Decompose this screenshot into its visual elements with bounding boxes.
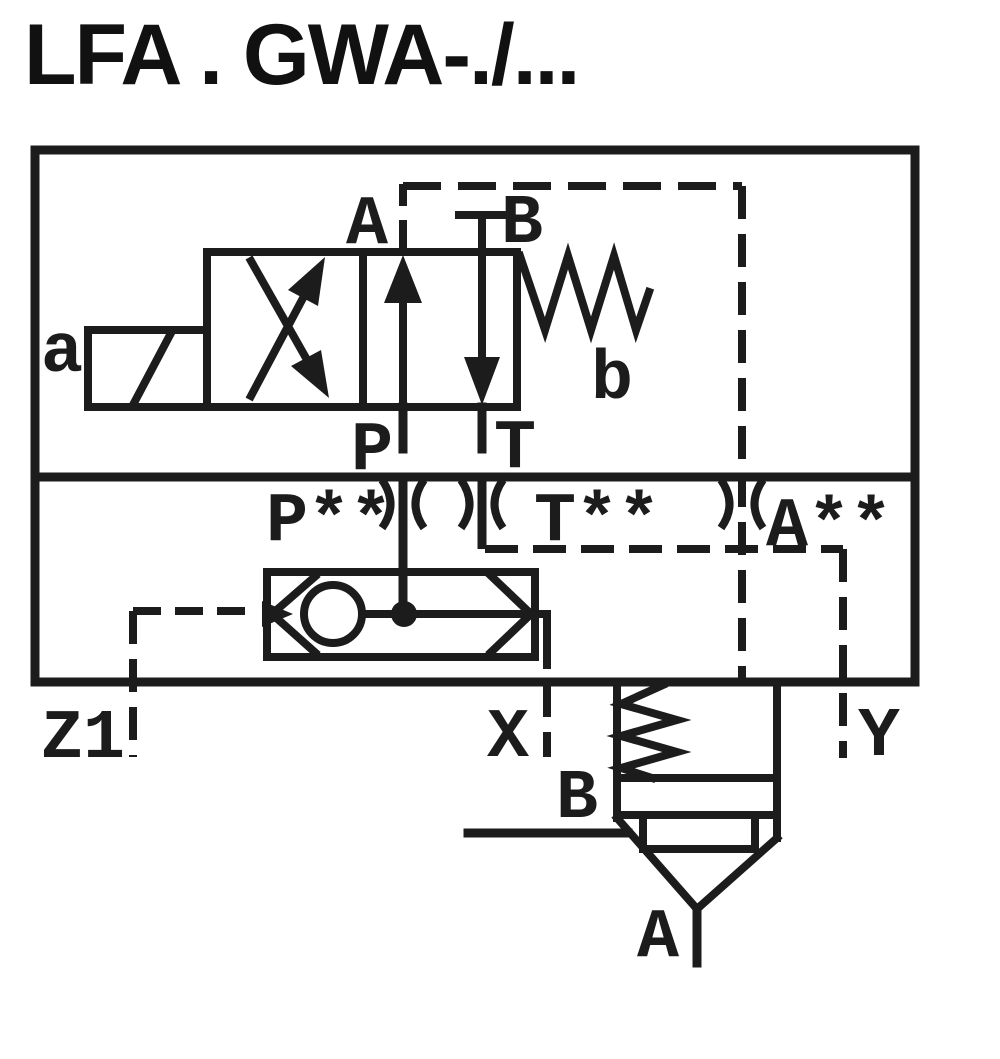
seat-upper-line [269,570,321,618]
label-orifice-t: T** [534,483,660,562]
check-ball [300,581,366,647]
shuttle-ball-valve [262,568,539,661]
orifice-a [717,477,767,531]
orifice-t [457,477,507,531]
label-port-a: A [637,899,679,978]
orifices [378,477,767,531]
cartridge-poppet-valve [463,678,783,968]
cartridge-spring-symbol [606,679,692,784]
label-port-b: B [556,760,598,839]
valve-spring-symbol [514,242,655,344]
solenoid-a-symbol [84,326,211,411]
blocked-port-b-symbol [455,211,510,256]
label-port-x: X [487,699,529,778]
page-title: LFA . GWA-./... [24,7,580,103]
chevron-upper-line [485,570,534,617]
orifice-p [378,477,428,531]
label-valve-port-a: A [346,186,388,265]
label-spring-b: b [591,341,633,420]
pilot-control-lines [129,182,847,758]
label-valve-port-p: P [351,412,393,491]
directional-pilot-valve [84,211,655,454]
label-port-y: Y [858,698,900,777]
label-orifice-p: P** [266,483,392,562]
label-port-z1: Z1 [41,700,125,779]
label-valve-port-t: T [494,410,536,489]
label-orifice-a: A** [766,488,892,567]
junction-dot [391,601,417,627]
crossed-flow-arrows [245,255,329,402]
chevron-lower-line [485,611,534,658]
seat-lower-line [269,611,321,658]
pilot-arrowhead [262,601,293,627]
poppet-cone-right [691,832,783,915]
parallel-flow-arrows [384,250,500,409]
label-solenoid-a: a [41,314,83,393]
manifold-block-outline [30,145,920,687]
label-valve-port-b: B [501,185,543,264]
